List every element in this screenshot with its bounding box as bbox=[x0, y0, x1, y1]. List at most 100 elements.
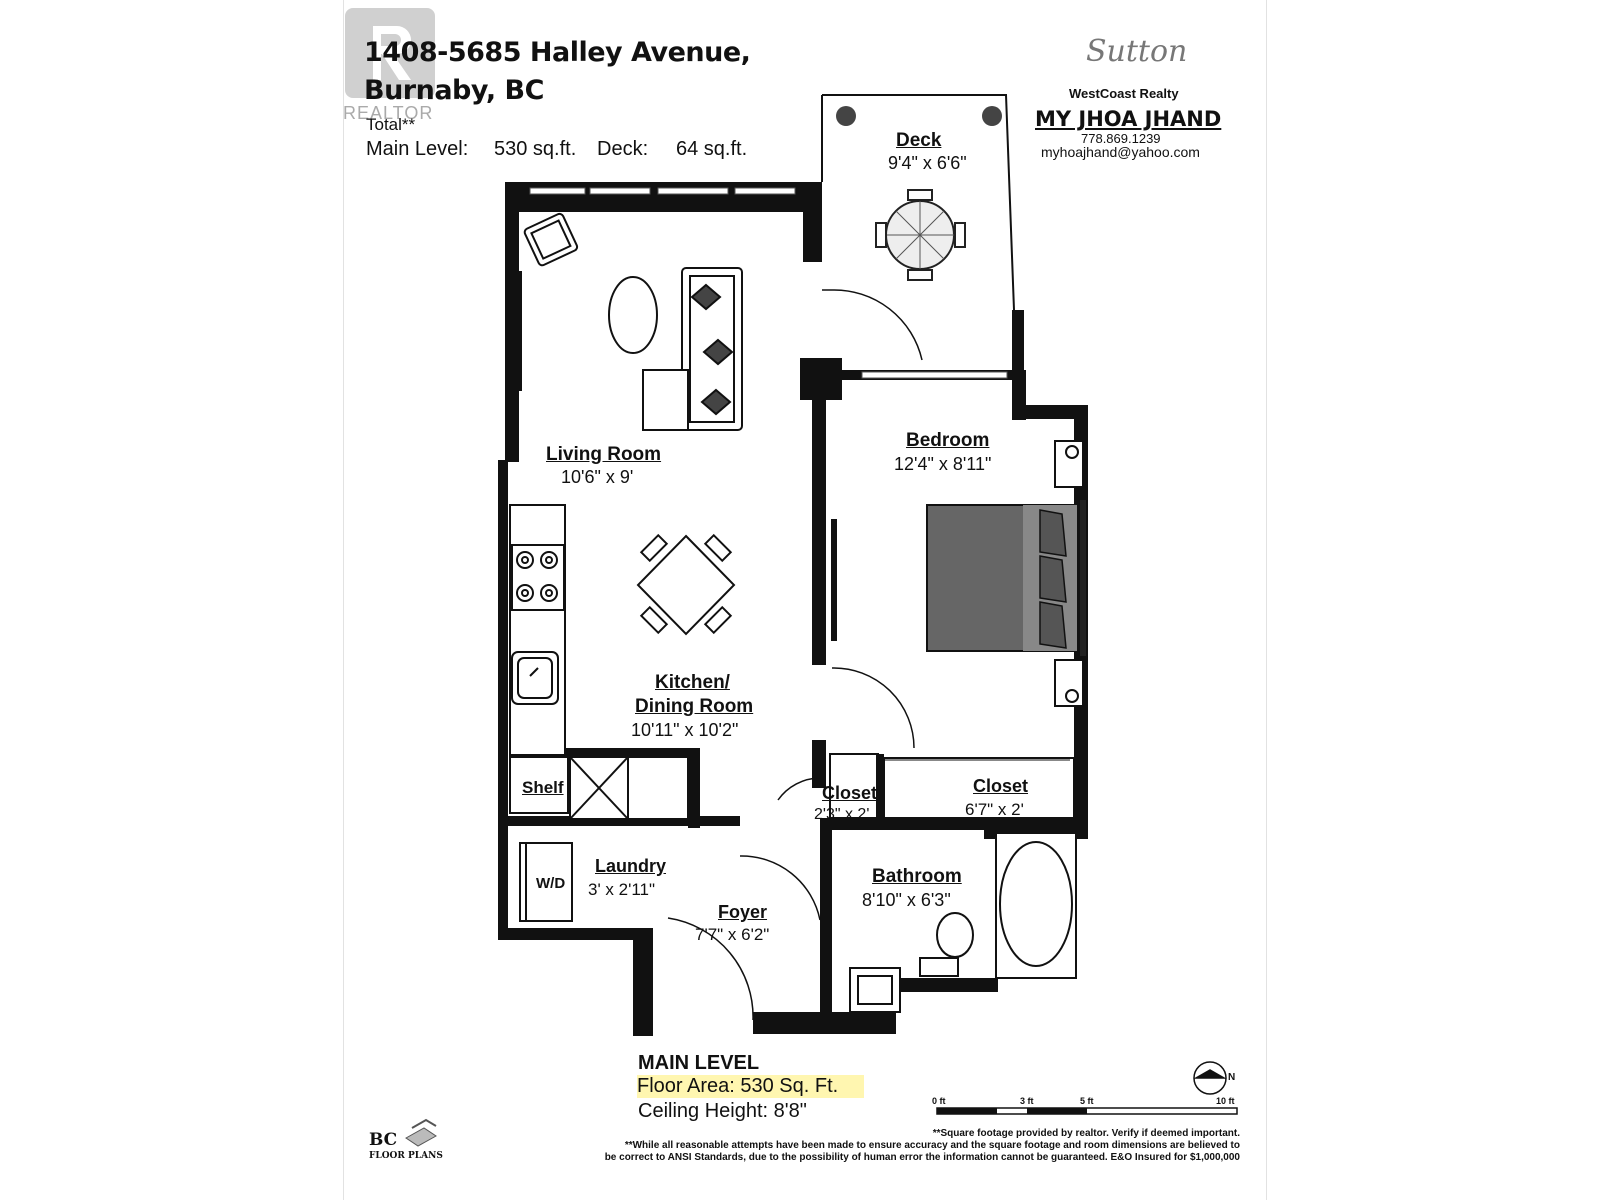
window-4 bbox=[734, 187, 796, 195]
bedroom-label: Bedroom bbox=[906, 430, 990, 451]
foyer-left-wall bbox=[633, 928, 653, 1036]
address-line1: 1408-5685 Halley Avenue, bbox=[364, 37, 751, 68]
shelf-right-wall bbox=[688, 748, 700, 828]
lamp-top bbox=[1065, 445, 1079, 459]
window-3 bbox=[657, 187, 729, 195]
toilet-tank bbox=[919, 957, 959, 977]
closet-left-wall bbox=[812, 740, 826, 788]
main-level-label: Main Level: bbox=[366, 138, 469, 160]
bc-logo-sub: FLOOR PLANS bbox=[369, 1151, 443, 1161]
total-label: Total** bbox=[366, 115, 416, 134]
deck-label: Deck: bbox=[597, 138, 649, 160]
bathtub-basin bbox=[999, 841, 1073, 967]
laundry-label: Laundry bbox=[595, 856, 667, 876]
left-wall-upper bbox=[505, 182, 519, 462]
deck-label-text: Deck bbox=[896, 130, 942, 151]
scale-5: 5 ft bbox=[1080, 1096, 1094, 1106]
bath-bottom-wall bbox=[878, 978, 998, 992]
realtor-logo-text: REALTOR bbox=[343, 103, 434, 123]
floor-area: Floor Area: 530 Sq. Ft. bbox=[637, 1075, 865, 1098]
closet-door-swing bbox=[777, 777, 821, 801]
window-2 bbox=[589, 187, 651, 195]
bedroom-dim: 12'4" x 8'11" bbox=[894, 454, 992, 474]
north-label: N bbox=[1228, 1072, 1236, 1083]
shelf-top-wall bbox=[560, 748, 690, 758]
level-title: MAIN LEVEL bbox=[638, 1052, 760, 1074]
agent-phone: 778.869.1239 bbox=[1081, 131, 1161, 146]
shelf-label: Shelf bbox=[522, 778, 564, 797]
lamp-bottom bbox=[1065, 689, 1079, 703]
bedroom-closet-door bbox=[831, 519, 837, 641]
washer-dryer-label: W/D bbox=[536, 875, 566, 892]
living-room-label: Living Room bbox=[546, 444, 662, 465]
living-top-wall bbox=[505, 182, 822, 212]
deck-post-left bbox=[836, 106, 856, 126]
deck-dim: 9'4" x 6'6" bbox=[888, 153, 967, 173]
bathroom-door-swing bbox=[739, 855, 821, 921]
foyer-dim: 7'7" x 6'2" bbox=[695, 925, 770, 944]
laundry-top-wall bbox=[508, 816, 740, 826]
scale-10: 10 ft bbox=[1216, 1096, 1235, 1106]
brokerage-sub: WestCoast Realty bbox=[1069, 86, 1179, 101]
main-level-value: 530 sq.ft. bbox=[494, 138, 577, 160]
armchair bbox=[523, 212, 579, 267]
living-right-wall bbox=[803, 182, 822, 262]
bedroom-closet-dim: 6'7" x 2' bbox=[965, 800, 1024, 819]
bedroom-window bbox=[861, 371, 1008, 379]
small-closet-label: Closet bbox=[822, 783, 878, 803]
window-1 bbox=[529, 187, 586, 195]
bedroom-left-wall bbox=[812, 395, 826, 665]
laundry-bottom-wall bbox=[498, 928, 640, 940]
bath-left-lower bbox=[820, 925, 832, 1025]
bath-sink-basin bbox=[857, 975, 893, 1005]
kitchen-label-2: Dining Room bbox=[635, 696, 754, 717]
scale-bar bbox=[936, 1107, 1238, 1115]
coffee-table bbox=[608, 276, 658, 354]
sofa-cushions bbox=[690, 283, 734, 416]
foyer-label: Foyer bbox=[718, 902, 768, 922]
small-closet bbox=[829, 753, 879, 819]
bath-left-wall bbox=[820, 818, 832, 928]
laundry-dim: 3' x 2'11" bbox=[588, 880, 656, 899]
bedroom-top-right-wall bbox=[1012, 405, 1088, 419]
north-arrow-icon bbox=[1193, 1061, 1227, 1095]
deck-door-swing bbox=[831, 289, 923, 361]
bathroom-label: Bathroom bbox=[872, 866, 962, 887]
ceiling-height: Ceiling Height: 8'8" bbox=[638, 1100, 807, 1122]
bedroom-closet bbox=[883, 757, 1075, 819]
deck-right-post bbox=[1012, 310, 1024, 376]
living-window bbox=[516, 271, 522, 391]
washer-dryer bbox=[519, 842, 573, 922]
disclaimer-3: be correct to ANSI Standards, due to the… bbox=[604, 1152, 1240, 1163]
bedroom-closet-label: Closet bbox=[973, 776, 1029, 796]
kitchen-dim: 10'11" x 10'2" bbox=[631, 720, 739, 740]
agent-name: MY JHOA JHAND bbox=[1035, 107, 1222, 131]
deck-value: 64 sq.ft. bbox=[676, 138, 748, 160]
disclaimer-1: **Square footage provided by realtor. Ve… bbox=[932, 1128, 1240, 1139]
scale-0: 0 ft bbox=[932, 1096, 946, 1106]
closet-divider bbox=[876, 754, 884, 818]
disclaimer-2: **While all reasonable attempts have bee… bbox=[624, 1140, 1240, 1151]
realtor-logo bbox=[343, 6, 438, 126]
scale-3: 3 ft bbox=[1020, 1096, 1034, 1106]
deck-table bbox=[875, 189, 966, 281]
agent-email: myhoajhand@yahoo.com bbox=[1041, 144, 1200, 160]
kitchen-label-1: Kitchen/ bbox=[655, 672, 730, 693]
brokerage-logo: Sutton bbox=[1086, 34, 1188, 69]
dining-table bbox=[636, 533, 736, 636]
bed bbox=[926, 500, 1086, 656]
kitchen-counter bbox=[509, 504, 566, 756]
deck-post-right bbox=[982, 106, 1002, 126]
bath-top-wall bbox=[820, 818, 1084, 830]
small-closet-dim: 2'3" x 2' bbox=[814, 806, 870, 823]
bc-logo-text: BC bbox=[369, 1130, 398, 1150]
bathroom-dim: 8'10" x 6'3" bbox=[862, 890, 951, 910]
bc-floorplans-logo bbox=[405, 1118, 437, 1147]
entry-door-swing bbox=[667, 917, 754, 1021]
bedroom-door-swing bbox=[831, 667, 915, 749]
deck-outline bbox=[821, 94, 1015, 311]
realtor-r-icon bbox=[345, 8, 435, 98]
toilet bbox=[936, 912, 974, 958]
living-room-dim: 10'6" x 9' bbox=[561, 467, 634, 487]
